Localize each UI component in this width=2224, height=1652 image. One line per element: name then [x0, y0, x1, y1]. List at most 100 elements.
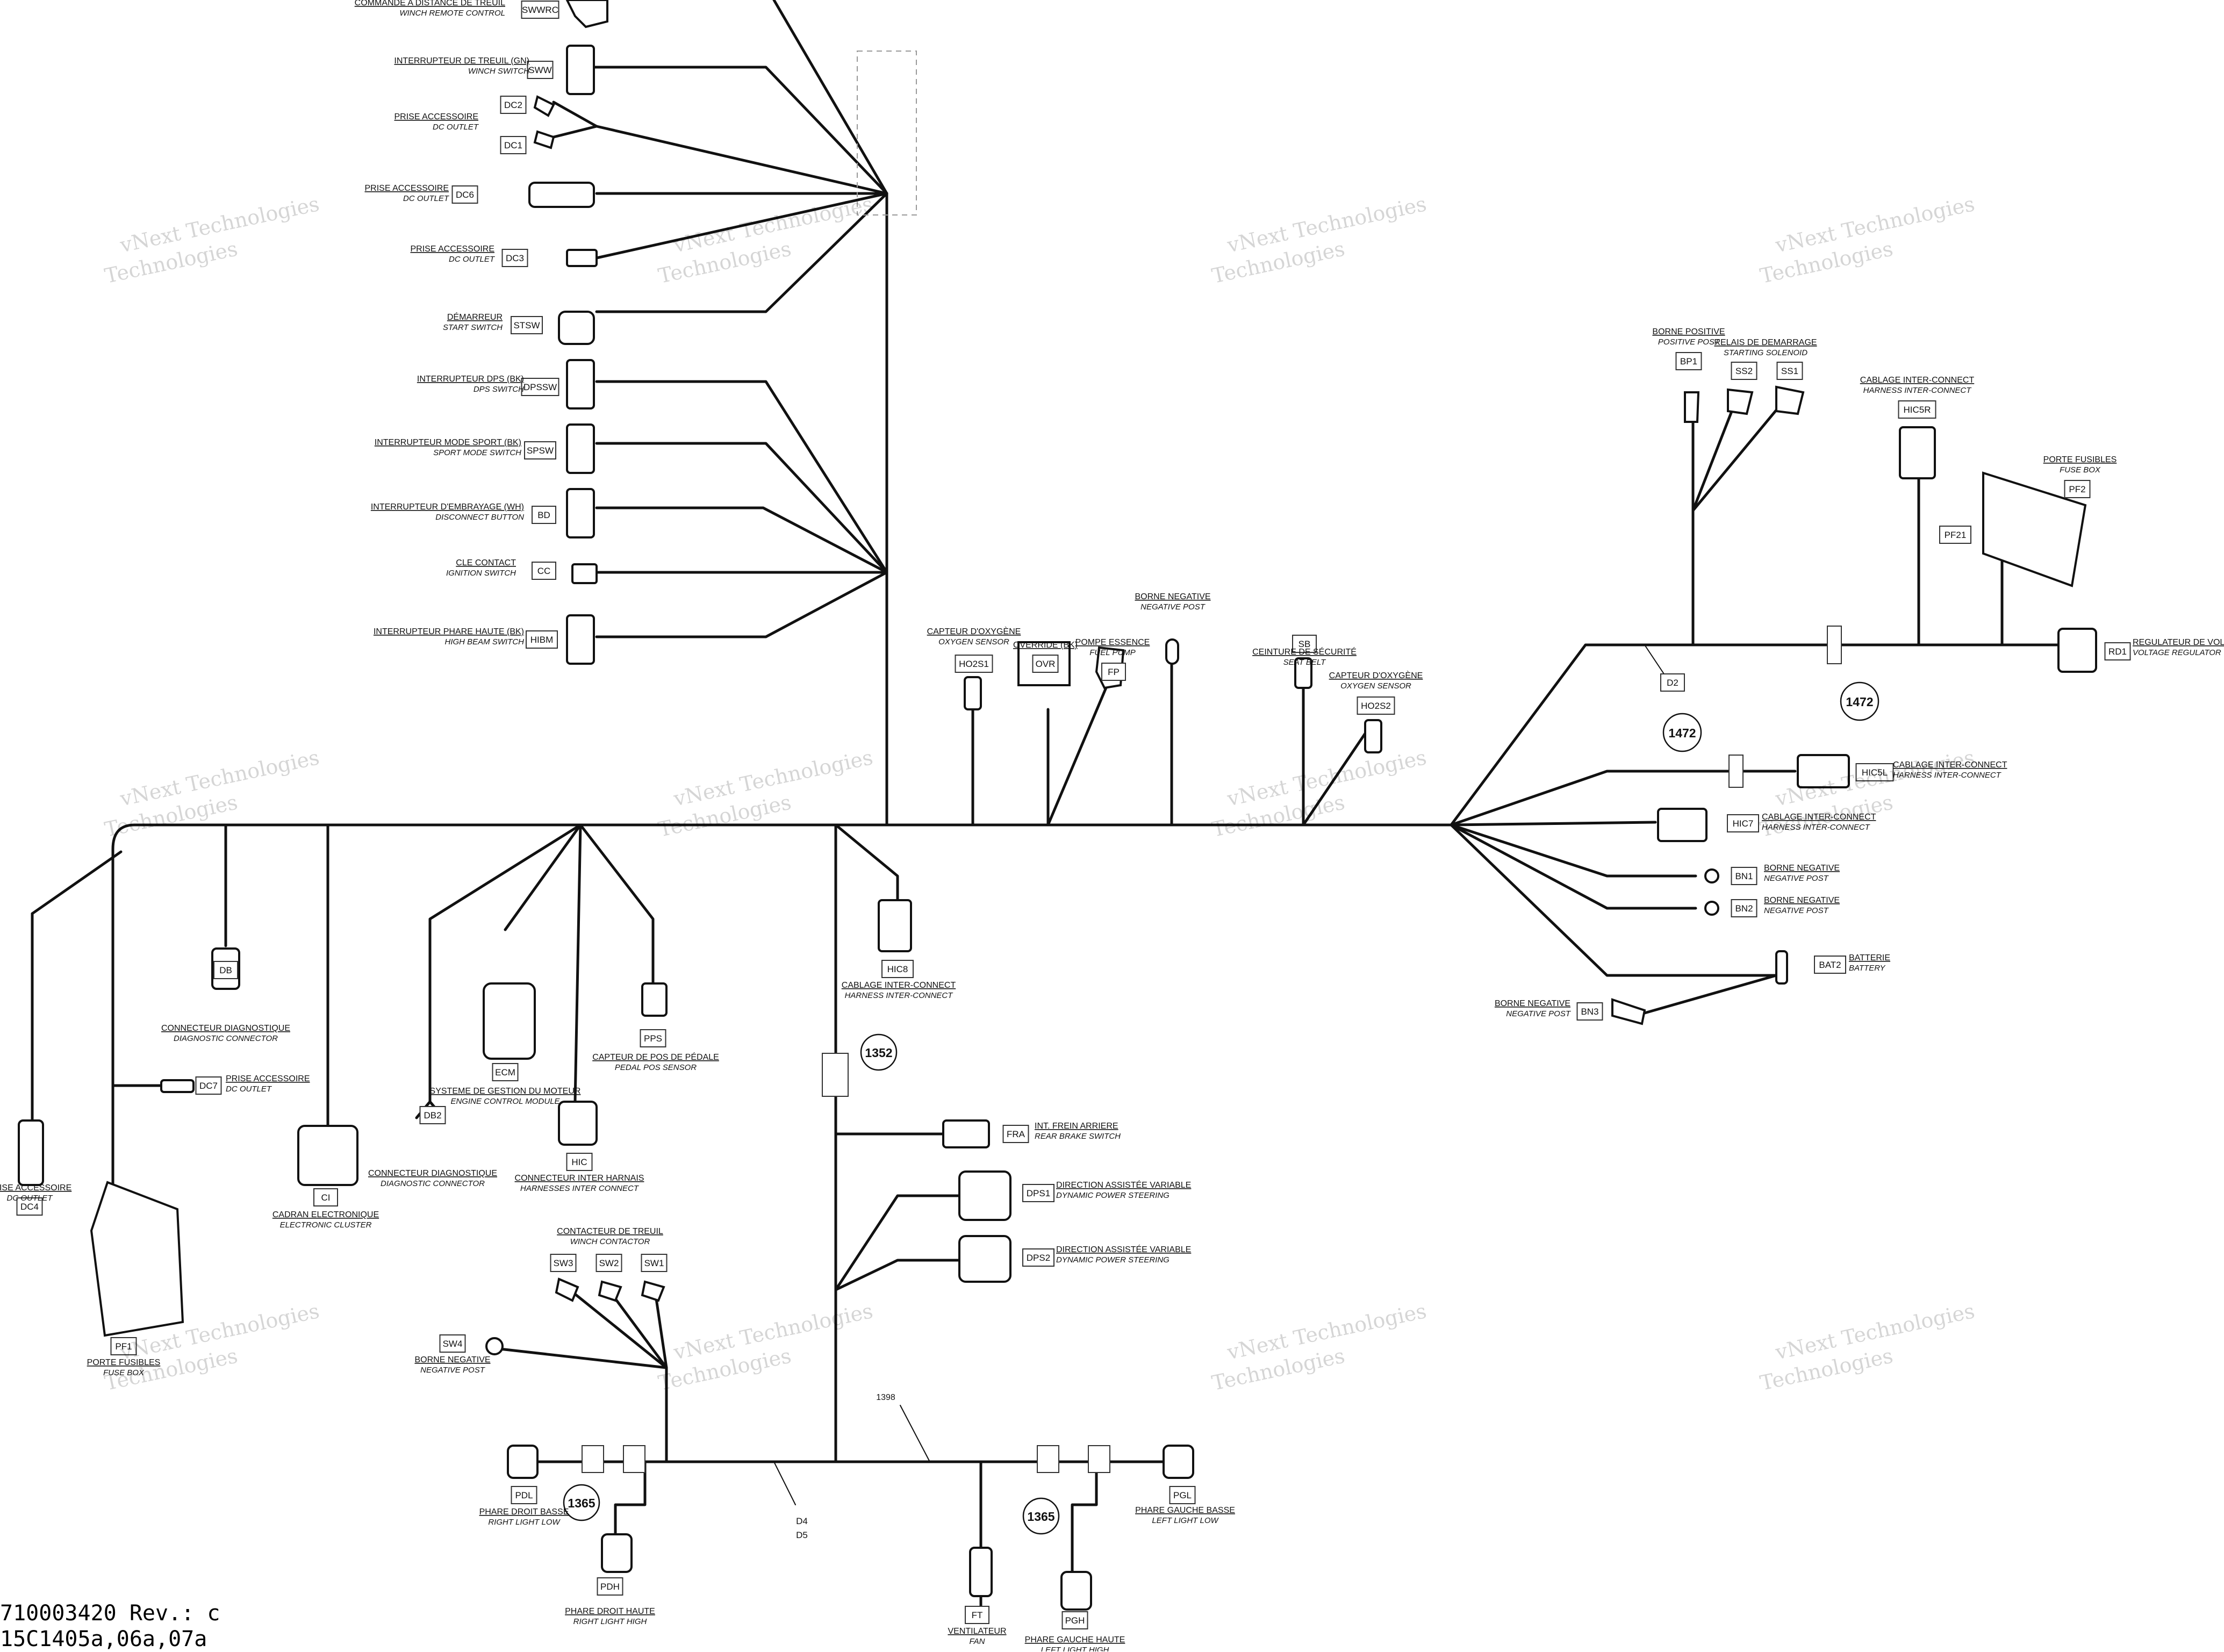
code-hic5r: HIC5R [1903, 405, 1931, 415]
label-d5: D5 [796, 1530, 808, 1540]
fr-label-bp1: BORNE POSITIVE [1652, 327, 1725, 336]
pgl-connector [1164, 1446, 1193, 1478]
fr-label-stsw: DÉMARREUR [447, 312, 503, 322]
ecm-module [484, 983, 535, 1059]
sww-connector [567, 46, 594, 94]
code-ss1: SS1 [1781, 366, 1798, 376]
code-bd: BD [537, 510, 550, 520]
fr-label-bd: INTERRUPTEUR D'EMBRAYAGE (WH) [371, 502, 524, 512]
pdh-connector [602, 1534, 632, 1572]
en-label-negpost1: NEGATIVE POST [1140, 602, 1206, 612]
label-ss1: SS1 [1777, 362, 1803, 379]
hic7-connector [1658, 809, 1706, 841]
fr-label-dpssw: INTERRUPTEUR DPS (BK) [417, 375, 524, 384]
fr-label-sw4: BORNE NEGATIVE [414, 1355, 490, 1364]
negpost1-terminal [1166, 640, 1178, 664]
en-label-pdh: RIGHT LIGHT HIGH [573, 1617, 647, 1626]
label-d4: D4 [796, 1516, 808, 1526]
fr-label-ft: VENTILATEUR [948, 1627, 1006, 1636]
en-label-fra: REAR BRAKE SWITCH [1035, 1132, 1121, 1141]
code-ft: FT [972, 1610, 983, 1620]
ref-1352: 1352 [865, 1046, 892, 1060]
code-d5: D5 [796, 1530, 808, 1540]
code-fra: FRA [1007, 1129, 1025, 1139]
code-d2: D2 [1667, 678, 1678, 688]
code-dps1: DPS1 [1027, 1188, 1050, 1198]
fr-label-dc6: PRISE ACCESSOIRE [365, 184, 449, 193]
en-label-pdl: RIGHT LIGHT LOW [488, 1518, 561, 1527]
dps2-connector [959, 1236, 1010, 1282]
en-label-hic: HARNESSES INTER CONNECT [520, 1184, 640, 1193]
code-bn2: BN2 [1735, 903, 1753, 914]
harness-wires [32, 0, 2064, 1612]
en-label-cc: IGNITION SWITCH [446, 569, 516, 578]
bat2-terminal [1776, 951, 1787, 983]
hibm-connector [567, 615, 594, 664]
code-pf2: PF2 [2069, 484, 2085, 494]
fr-label-bn1: BORNE NEGATIVE [1764, 864, 1840, 873]
drawing-footer: 710003420 Rev.: c 15C1405a,06a,07a [0, 1600, 220, 1652]
fr-label-cc: CLE CONTACT [456, 558, 516, 568]
fr-label-hic8: CABLAGE INTER-CONNECT [842, 981, 956, 990]
fr-label-pdl: PHARE DROIT BASSE [479, 1507, 569, 1517]
swwrc-connector [567, 0, 607, 27]
fr-label-hic: CONNECTEUR INTER HARNAIS [515, 1174, 644, 1183]
fr-label-pps: CAPTEUR DE POS DE PÉDALE [592, 1052, 719, 1062]
en-label-bp1: POSITIVE POST [1658, 337, 1720, 347]
reference-markers: 1472 1472 1352 1365 1365 1398 [564, 626, 1878, 1534]
dc7-connector [161, 1080, 193, 1092]
en-label-pf2: FUSE BOX [2060, 465, 2101, 475]
pdl-connector [508, 1446, 537, 1478]
pps-connector [642, 983, 666, 1016]
fr-label-bn2: BORNE NEGATIVE [1764, 896, 1840, 905]
fr-label-ecm: SYSTEME DE GESTION DU MOTEUR [430, 1087, 581, 1096]
fr-label-pf2: PORTE FUSIBLES [2043, 455, 2117, 464]
fr-label-hic5r: CABLAGE INTER-CONNECT [1860, 376, 1975, 385]
code-hic: HIC [571, 1157, 587, 1167]
en-label-dc2: DC OUTLET [433, 123, 479, 132]
code-bn3: BN3 [1581, 1007, 1598, 1017]
dc6-connector [529, 183, 594, 207]
en-label-swwrc: WINCH REMOTE CONTROL [399, 9, 505, 18]
hic8-connector [879, 900, 911, 951]
ref-1472-a: 1472 [1846, 695, 1873, 709]
fr-label-db2: CONNECTEUR DIAGNOSTIQUE [368, 1169, 497, 1178]
code-db2: DB2 [424, 1110, 441, 1121]
sw1-terminal [642, 1282, 664, 1301]
fr-label-negpost1: BORNE NEGATIVE [1135, 592, 1210, 601]
en-label-db2: DIAGNOSTIC CONNECTOR [381, 1179, 485, 1188]
fr-label-ss2: RELAIS DE DEMARRAGE [1714, 338, 1817, 347]
fr-label-bn3: BORNE NEGATIVE [1495, 999, 1570, 1008]
en-label-swc: WINCH CONTACTOR [570, 1237, 650, 1246]
code-swwrc: SWWRC [522, 5, 558, 15]
sw3-terminal [556, 1279, 578, 1301]
en-label-rd1: VOLTAGE REGULATOR [2133, 648, 2221, 657]
code-pf21: PF21 [1945, 530, 1967, 540]
ho2s1-connector [965, 677, 981, 709]
fr-label-rd1: REGULATEUR DE VOLTAGE [2133, 638, 2224, 647]
en-label-ft: FAN [970, 1637, 985, 1646]
